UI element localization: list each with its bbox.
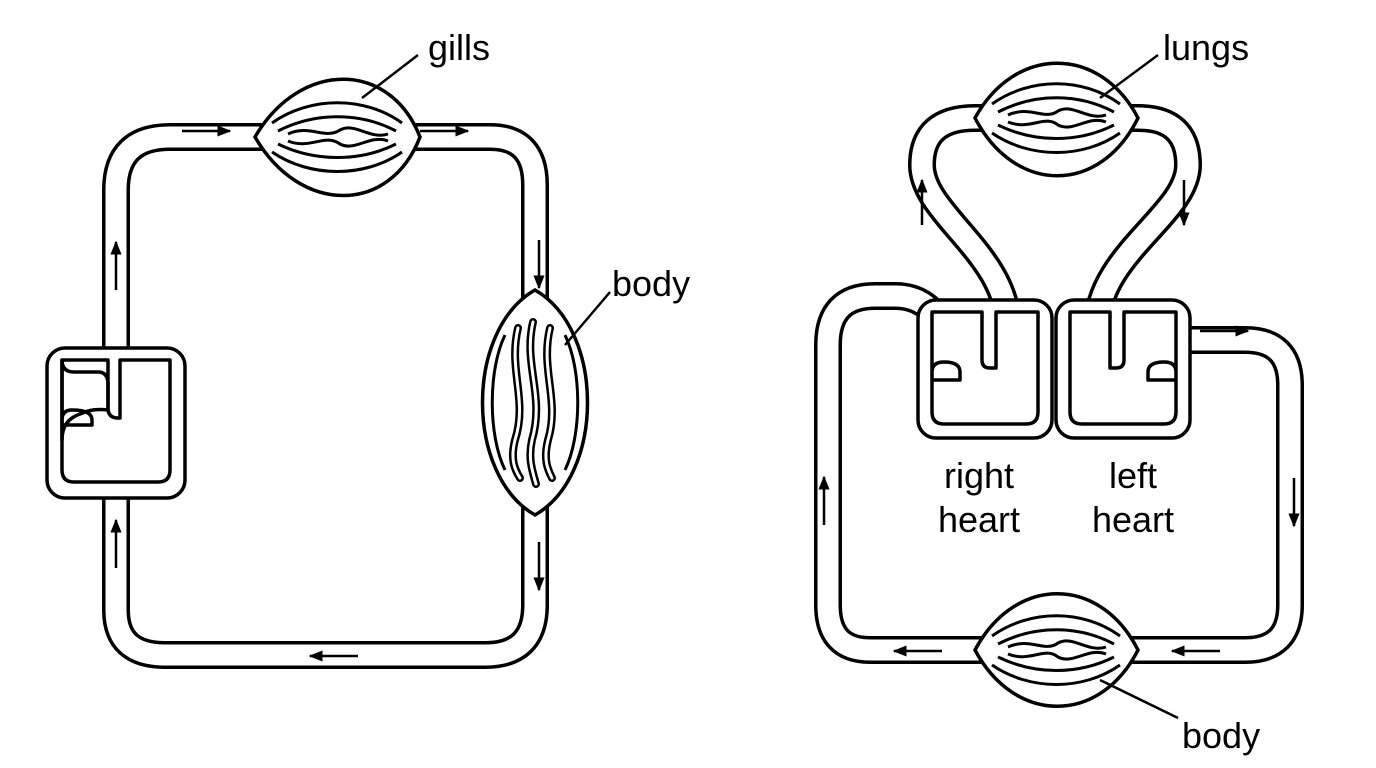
lungs-organ [973, 61, 1140, 178]
body-right-label: body [1182, 715, 1260, 756]
left-heart-label-line1: left [1109, 455, 1157, 496]
body-organ-right [973, 592, 1140, 708]
body-left-label: body [612, 263, 690, 304]
right-heart-label-line1: right [944, 455, 1014, 496]
lungs-label: lungs [1163, 27, 1249, 68]
lungs-leader [1099, 53, 1159, 100]
systemic-vessel [814, 282, 1304, 664]
fish-heart [45, 346, 187, 500]
gills-label: gills [428, 27, 490, 68]
double-circulation-diagram: lungs body right heart left heart [814, 27, 1304, 756]
gills-organ [252, 77, 422, 198]
single-circulation-diagram: gills body [45, 27, 690, 669]
body-right-leader [1099, 678, 1179, 720]
left-heart-label-line2: heart [1092, 499, 1174, 540]
left-heart [1054, 298, 1192, 440]
right-heart [916, 298, 1054, 440]
right-heart-label-line2: heart [938, 499, 1020, 540]
body-left-leader [564, 291, 611, 346]
right-arrows [818, 178, 1300, 657]
left-arrows [110, 125, 545, 662]
gills-leader [361, 54, 419, 99]
body-organ-left [480, 287, 590, 518]
